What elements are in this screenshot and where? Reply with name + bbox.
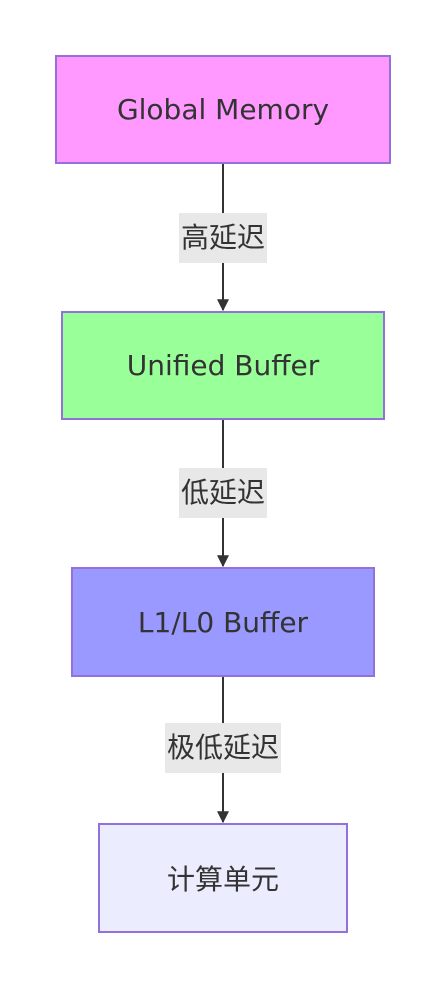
node-label: Global Memory — [116, 93, 330, 126]
node-label: L1/L0 Buffer — [137, 605, 309, 639]
node-global-memory: Global Memory — [55, 55, 391, 164]
node-compute-unit: 计算单元 — [98, 823, 348, 933]
node-label: 计算单元 — [166, 863, 279, 896]
node-l1-l0-buffer: L1/L0 Buffer — [71, 567, 375, 677]
node-unified-buffer: Unified Buffer — [61, 311, 385, 420]
node-label: Unified Buffer — [126, 349, 320, 382]
